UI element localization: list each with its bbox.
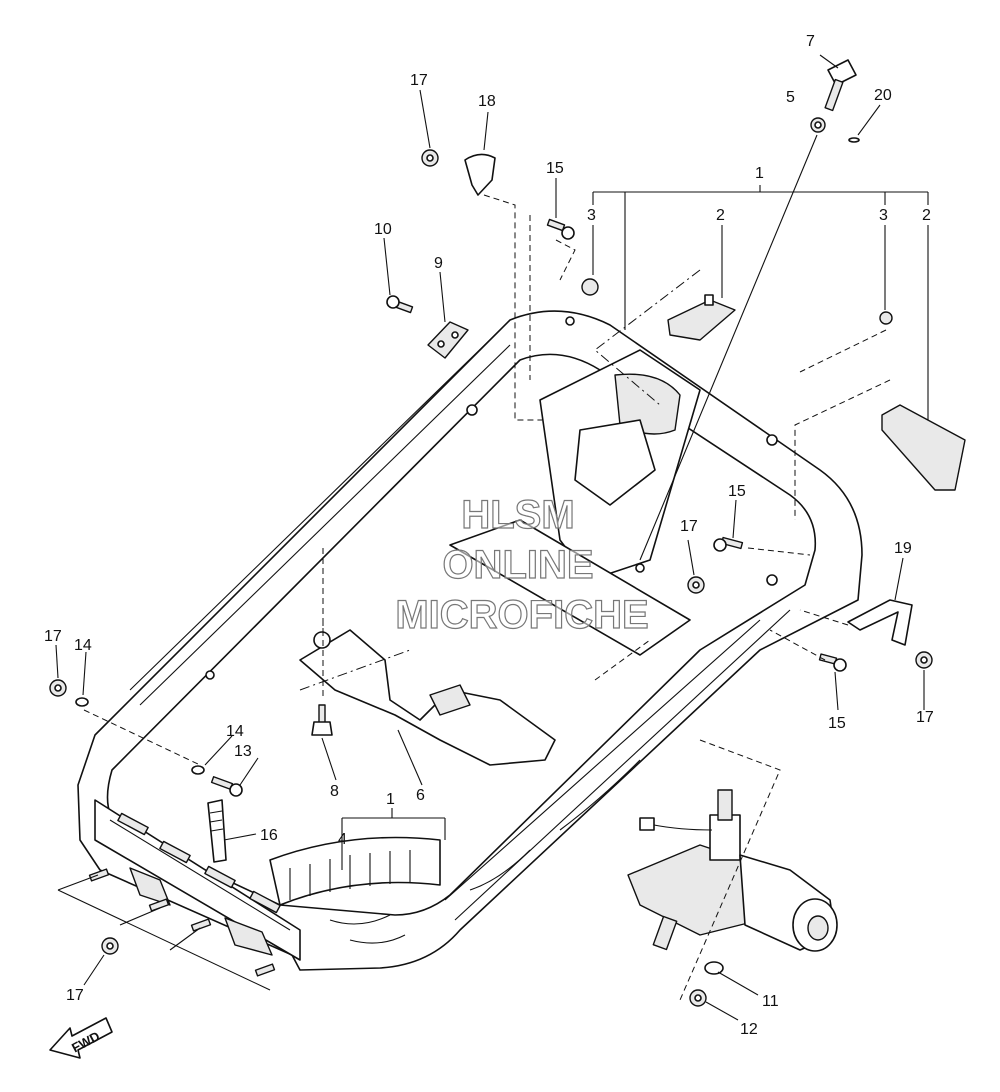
callout-2-a: 2: [716, 207, 725, 224]
callout-3-b: 3: [879, 207, 888, 224]
cap-part-3-b: [879, 311, 893, 325]
callout-20: 20: [874, 87, 892, 104]
callout-17-e: 17: [66, 987, 84, 1004]
motor-assembly: [627, 789, 838, 952]
callout-18: 18: [478, 93, 496, 110]
nut-part-17-c: [49, 679, 67, 697]
callout-8: 8: [330, 783, 339, 800]
callout-15-a: 15: [546, 160, 564, 177]
bolt-part-8: [311, 704, 333, 736]
callout-2-b: 2: [922, 207, 931, 224]
strap-part-16: [207, 799, 227, 863]
nut-part-12: [689, 989, 707, 1007]
bolt-part-15-c: [818, 653, 847, 672]
callout-17-b: 17: [680, 518, 698, 535]
callout-1-top: 1: [755, 165, 764, 182]
washer-part-20: [848, 137, 860, 143]
callout-13: 13: [234, 743, 252, 760]
callout-17-c: 17: [44, 628, 62, 645]
cap-part-3-a: [581, 278, 599, 296]
rubber-pad-part-2-b: [881, 404, 966, 491]
bolt-part-10: [386, 295, 414, 314]
duct-part-6: [299, 629, 556, 766]
washer-part-14-a: [75, 697, 89, 707]
bolt-part-15-b: [713, 536, 744, 552]
callout-5: 5: [786, 89, 795, 106]
callout-12: 12: [740, 1021, 758, 1038]
bolt-part-13: [210, 776, 243, 797]
nut-part-17-b: [687, 576, 705, 594]
washer-part-11: [704, 961, 724, 975]
callout-14-b: 14: [226, 723, 244, 740]
watermark: HLSM ONLINE MICROFICHE: [395, 492, 650, 637]
nut-part-17-a: [421, 149, 439, 167]
callout-labels: 1 2 2 3 3 5 7 20 17 18 15 10 9 15 17 19 …: [44, 33, 934, 1038]
fwd-arrow-icon: FWD: [49, 1017, 113, 1059]
stud-bolts: [88, 868, 276, 977]
callout-19: 19: [894, 540, 912, 557]
callout-10: 10: [374, 221, 392, 238]
bolt-part-15-a: [546, 218, 575, 240]
watermark-line-3: MICROFICHE: [395, 593, 648, 637]
hull-frame: [77, 310, 863, 971]
callout-14-a: 14: [74, 637, 92, 654]
callout-6: 6: [416, 787, 425, 804]
nut-part-5: [810, 117, 826, 133]
nut-part-17-d: [915, 651, 933, 669]
callout-16: 16: [260, 827, 278, 844]
nut-part-17-e: [101, 937, 119, 955]
callout-17-d: 17: [916, 709, 934, 726]
callout-7: 7: [806, 33, 815, 50]
bracket-part-18: [464, 153, 496, 196]
callout-1-bottom: 1: [386, 791, 395, 808]
fwd-label: FWD: [69, 1028, 102, 1055]
leader-lines: [55, 54, 929, 1021]
callout-15-b: 15: [728, 483, 746, 500]
bracket-part-19: [847, 599, 913, 646]
inspection-panel-part-4: [269, 836, 441, 906]
callout-15-c: 15: [828, 715, 846, 732]
callout-4: 4: [338, 831, 347, 848]
callout-17-a: 17: [410, 72, 428, 89]
callout-9: 9: [434, 255, 443, 272]
washer-part-14-b: [191, 765, 205, 775]
callout-3-a: 3: [587, 207, 596, 224]
callout-11: 11: [762, 993, 779, 1010]
plate-part-9: [427, 321, 469, 359]
watermark-line-1: HLSM: [461, 493, 574, 537]
watermark-line-2: ONLINE: [442, 543, 593, 587]
bolt-part-7: [824, 59, 857, 112]
rubber-pad-part-2-a: [667, 294, 736, 341]
